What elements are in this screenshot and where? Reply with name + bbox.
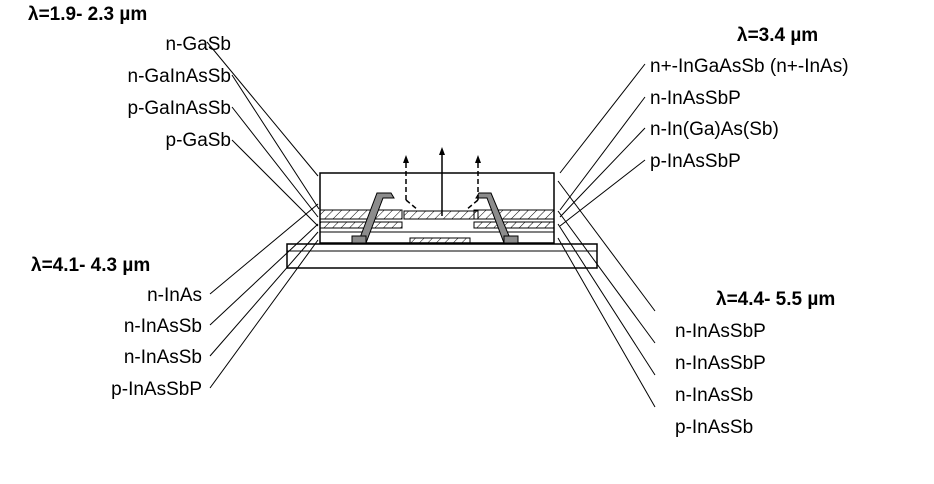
active-layer-center [403,210,479,220]
arrowhead-right-icon [475,155,481,163]
substrate [286,243,598,269]
label-bottom-right-3: n-InAsSb [675,385,753,406]
label-top-right-1: n+-InGaAsSb (n+-InAs) [650,56,849,77]
label-top-left-1: n-GaSb [166,34,231,55]
leaders-top-right [559,63,646,227]
arrowhead-left-icon [403,155,409,163]
label-bottom-right-2: n-InAsSbP [675,353,766,374]
header-top-left: λ=1.9- 2.3 µm [28,4,147,25]
header-bottom-right: λ=4.4- 5.5 µm [716,289,835,310]
header-bottom-left: λ=4.1- 4.3 µm [31,255,150,276]
label-top-right-2: n-InAsSbP [650,88,741,109]
leaders-bottom-left [209,203,319,389]
left-mesa-foot [351,235,367,244]
label-bottom-left-2: n-InAsSb [124,316,202,337]
right-mesa-foot [503,235,519,244]
label-bottom-left-3: n-InAsSb [124,347,202,368]
label-top-left-2: n-GaInAsSb [128,66,232,87]
lower-layer-right [473,221,555,229]
emission-ray-left-diag [405,199,419,211]
label-bottom-left-4: p-InAsSbP [111,379,202,400]
emission-ray-right-diag [465,199,479,211]
label-top-left-3: p-GaInAsSb [128,98,232,119]
label-top-left-4: p-GaSb [166,130,231,151]
label-bottom-right-4: p-InAsSb [675,417,753,438]
header-top-right: λ=3.4 µm [737,25,818,46]
bottom-contact-grid [409,237,471,245]
label-top-right-3: n-In(Ga)As(Sb) [650,119,779,140]
label-bottom-left-1: n-InAs [147,285,202,306]
active-layer-right [473,209,555,220]
arrowhead-center-icon [439,147,445,155]
leaders-bottom-right [557,180,656,408]
active-layer-left [319,209,403,220]
label-top-right-4: p-InAsSbP [650,151,741,172]
label-bottom-right-1: n-InAsSbP [675,321,766,342]
lower-layer-left [319,221,403,229]
leaders-top-left [206,41,320,227]
